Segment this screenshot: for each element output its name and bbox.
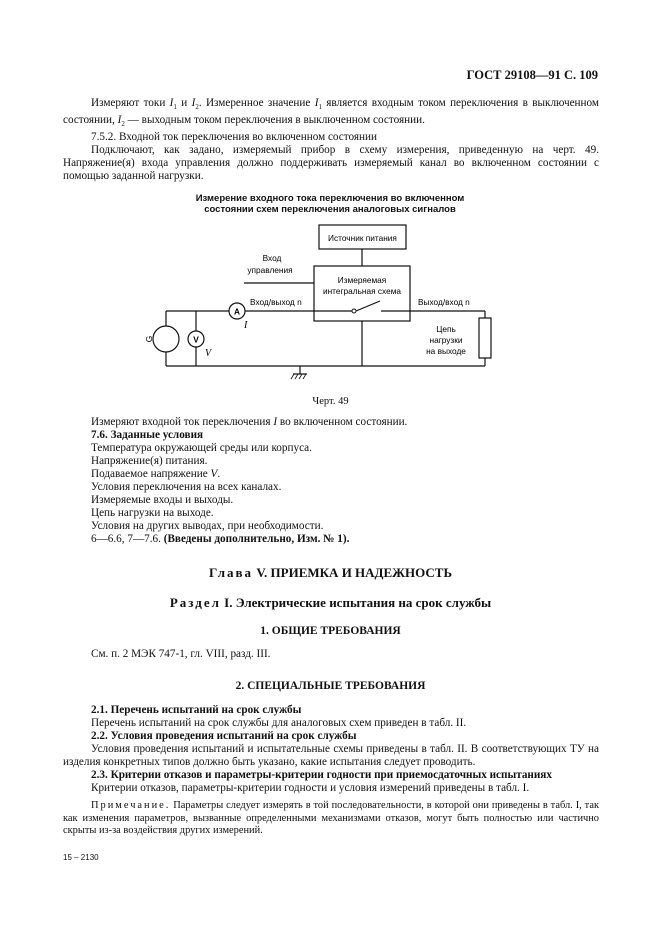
switch-contact-icon bbox=[351, 308, 357, 314]
special-heading: 2. СПЕЦИАЛЬНЫЕ ТРЕБОВАНИЯ bbox=[235, 680, 426, 692]
condition-item: Температура окружающей среды или корпуса… bbox=[91, 442, 312, 454]
switch-blade bbox=[355, 300, 381, 312]
text-fragment: 6—6.6, 7—7.6. bbox=[91, 533, 164, 545]
paragraph-currents: Измеряют токи I1 и I2. Измеренное значен… bbox=[63, 97, 599, 131]
symbol-i: I bbox=[314, 97, 319, 109]
symbol-i: I bbox=[191, 97, 196, 109]
general-heading: 1. ОБЩИЕ ТРЕБОВАНИЯ bbox=[260, 625, 401, 637]
text-fragment: Измеряют токи bbox=[91, 97, 170, 109]
ground-hatch bbox=[298, 373, 303, 380]
subsection-2-2: 2.2. Условия проведения испытаний на сро… bbox=[91, 730, 357, 742]
condition-item: Условия на других выводах, при необходим… bbox=[91, 520, 324, 532]
text-2-2: Условия проведения испытаний и испытател… bbox=[63, 743, 599, 768]
text-fragment: Измеряют входной ток переключения bbox=[91, 416, 274, 428]
text-fragment: является входным током переключения в вы… bbox=[63, 97, 599, 127]
general-text-block: См. п. 2 МЭК 747-1, гл. VIII, разд. III. bbox=[63, 648, 599, 661]
paragraph-connect: Подключают, как задано, измеряемый прибо… bbox=[63, 144, 599, 183]
note-prefix: Примечание. bbox=[91, 800, 171, 811]
special-block: 2.1. Перечень испытаний на срок службы П… bbox=[63, 704, 599, 838]
conditions-block: Измеряют входной ток переключения I во в… bbox=[63, 416, 599, 546]
subsection-2-1: 2.1. Перечень испытаний на срок службы bbox=[91, 704, 302, 716]
section-heading: Раздел I. Электрические испытания на сро… bbox=[0, 595, 661, 611]
text-fragment: во включенном состоянии. bbox=[277, 416, 408, 428]
text-fragment: . bbox=[217, 468, 221, 480]
ammeter-label: A bbox=[234, 307, 240, 317]
load-resistor bbox=[478, 317, 492, 359]
ground-hatch bbox=[290, 373, 295, 380]
ground-hatch bbox=[302, 373, 307, 380]
text-fragment: Подаваемое напряжение bbox=[91, 468, 211, 480]
text-2-1: Перечень испытаний на срок службы для ан… bbox=[91, 717, 467, 729]
subscript: 2 bbox=[195, 103, 199, 112]
section-title: I. Электрические испытания на срок служб… bbox=[220, 595, 492, 610]
symbol-i: I bbox=[273, 416, 278, 428]
power-source-label: Источник питания bbox=[328, 233, 397, 243]
intro-text: Измеряют токи I1 и I2. Измеренное значен… bbox=[63, 97, 599, 183]
chapter-title: V. ПРИЕМКА И НАДЕЖНОСТЬ bbox=[253, 565, 453, 580]
chapter-heading: Глава V. ПРИЕМКА И НАДЕЖНОСТЬ bbox=[0, 565, 661, 581]
condition-item: Напряжение(я) питания. bbox=[91, 455, 208, 467]
current-label: I bbox=[243, 320, 248, 331]
measure-statement: Измеряют входной ток переключения I во в… bbox=[63, 416, 599, 429]
subsection-7-5-2: 7.5.2. Входной ток переключения во включ… bbox=[91, 131, 377, 144]
text-fragment: . Измеренное значение bbox=[198, 97, 315, 109]
subscript: 1 bbox=[173, 103, 177, 112]
load-label: на выходе bbox=[426, 346, 466, 356]
text-fragment: (Введены дополнительно, Изм. № 1). bbox=[163, 533, 350, 545]
subscript: 1 bbox=[318, 103, 322, 112]
control-input-label: Вход bbox=[263, 253, 282, 263]
symbol-i: I bbox=[169, 97, 174, 109]
amendment-note: 6—6.6, 7—7.6. (Введены дополнительно, Из… bbox=[63, 533, 599, 546]
general-text: См. п. 2 МЭК 747-1, гл. VIII, разд. III. bbox=[91, 648, 271, 660]
symbol-i: I bbox=[117, 114, 122, 127]
condition-item: Измеряемые входы и выходы. bbox=[91, 494, 234, 506]
condition-item: Подаваемое напряжение V. bbox=[63, 468, 599, 481]
figure-title-line: Измерение входного тока переключения во … bbox=[195, 193, 465, 204]
subsection-7-6: 7.6. Заданные условия bbox=[91, 429, 204, 441]
page-footer: 15 – 2130 bbox=[63, 853, 99, 862]
ground-hatch bbox=[294, 373, 299, 380]
dut-label: Измеряемая bbox=[338, 275, 387, 285]
figure-title-line: состоянии схем переключения аналоговых с… bbox=[204, 204, 456, 215]
voltage-label: V bbox=[205, 348, 213, 359]
figure-caption: Черт. 49 bbox=[312, 396, 349, 407]
voltmeter-label: V bbox=[193, 335, 199, 345]
text-2-3: Критерии отказов, параметры-критерии год… bbox=[91, 782, 530, 794]
condition-item: Условия переключения на всех каналах. bbox=[91, 481, 282, 493]
output-input-label: Выход/вход n bbox=[418, 297, 470, 307]
ammeter-circle bbox=[228, 302, 246, 320]
symbol-v: V bbox=[210, 468, 218, 480]
note: Примечание. Параметры следует измерять в… bbox=[63, 800, 599, 838]
subscript: 2 bbox=[121, 120, 125, 129]
section-prefix: Раздел bbox=[169, 595, 221, 610]
load-label: Цепь bbox=[436, 324, 456, 334]
dut-label: интегральная схема bbox=[323, 286, 401, 296]
condition-item: Цепь нагрузки на выходе. bbox=[91, 507, 214, 519]
control-input-label: управления bbox=[247, 265, 292, 275]
page-header: ГОСТ 29108—91 С. 109 bbox=[466, 68, 598, 82]
text-fragment: и bbox=[176, 97, 192, 109]
text-fragment: — выходным током переключения в выключен… bbox=[124, 114, 425, 127]
figure-title: Измерение входного тока переключения во … bbox=[150, 193, 510, 215]
chapter-prefix: Глава bbox=[208, 565, 254, 580]
note-text: Параметры следует измерять в той последо… bbox=[63, 800, 599, 836]
source-label: G bbox=[144, 336, 154, 342]
source-circle bbox=[152, 325, 180, 353]
input-output-label: Вход/выход n bbox=[250, 297, 302, 307]
load-label: нагрузки bbox=[430, 335, 463, 345]
subsection-2-3: 2.3. Критерии отказов и параметры-критер… bbox=[91, 769, 552, 781]
